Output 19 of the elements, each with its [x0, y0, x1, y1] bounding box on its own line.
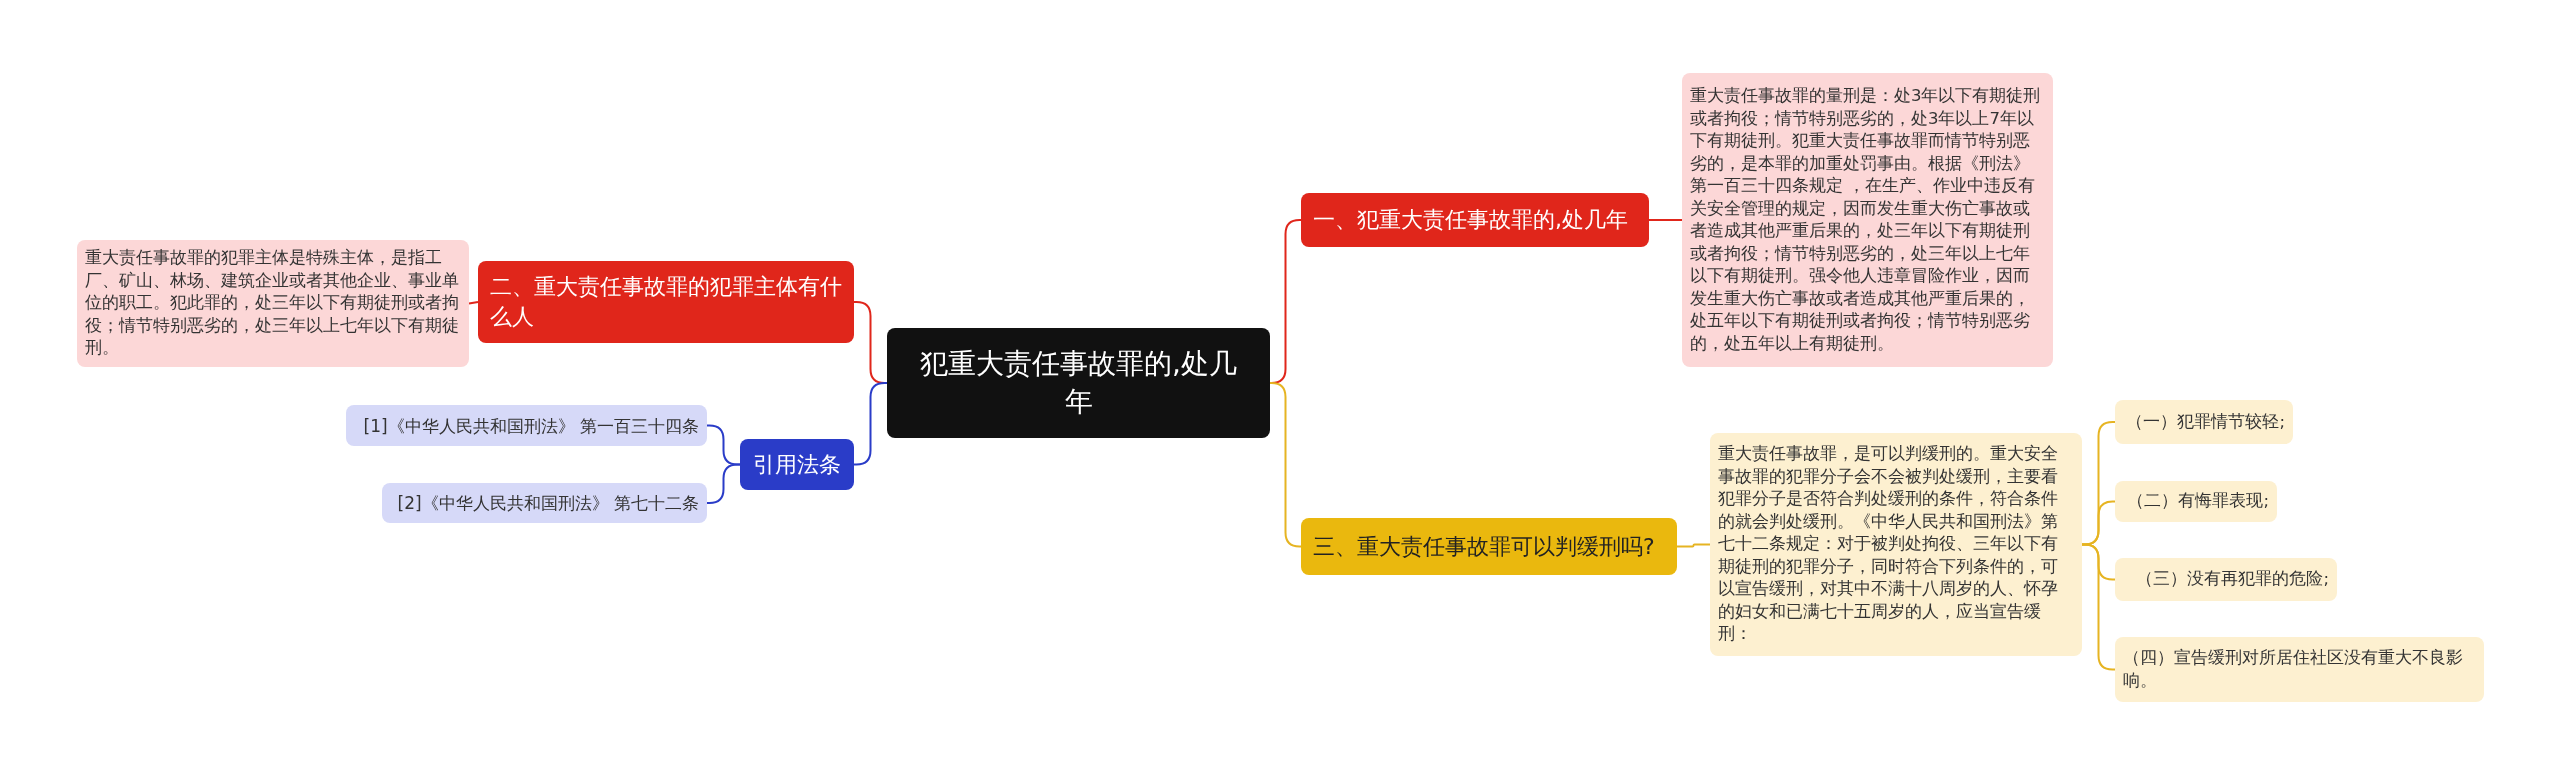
note-box: （二）有悔罪表现; — [2115, 481, 2277, 522]
note-box: 重大责任事故罪的量刑是：处3年以下有期徒刑或者拘役；情节特别恶劣的，处3年以上7年以下有期徒刑。犯重大责任事故罪而情节特别恶劣的，是本罪的加重处罚事由。根据《刑法》第一百三十四条规定 ，在生产、作业中违反有关安全管理的规定，因而发生重大伤亡事故或者造成其他严重后果的，处三年以下有期徒刑或者拘役；情节特别恶劣的，处三年以上七年以下有期徒刑。强令他人违章冒险作业，因而发生重大伤亡事故或者造成其他严重后果的，处五年以下有期徒刑或者拘役；情节特别恶劣的，处五年以上有期徒刑。 — [1682, 73, 2053, 367]
citation-box: [1]《中华人民共和国刑法》 第一百三十四条 — [346, 405, 707, 446]
note-box: 重大责任事故罪的犯罪主体是特殊主体，是指工厂、矿山、林场、建筑企业或者其他企业、事业单位的职工。犯此罪的，处三年以下有期徒刑或者拘役；情节特别恶劣的，处三年以上七年以下有期徒刑。 — [77, 240, 469, 367]
topic-box: 引用法条 — [740, 439, 854, 490]
note-box: 重大责任事故罪，是可以判缓刑的。重大安全事故罪的犯罪分子会不会被判处缓刑，主要看犯罪分子是否符合判处缓刑的条件，符合条件的就会判处缓刑。《中华人民共和国刑法》第七十二条规定：对于被判处拘役、三年以下有期徒刑的犯罪分子，同时符合下列条件的，可以宣告缓刑，对其中不满十八周岁的人、怀孕的妇女和已满七十五周岁的人，应当宣告缓刑： — [1710, 433, 2082, 656]
topic-box: 三、重大责任事故罪可以判缓刑吗? — [1301, 518, 1677, 575]
note-box: （四）宣告缓刑对所居住社区没有重大不良影响。 — [2115, 637, 2484, 702]
citation-box: [2]《中华人民共和国刑法》 第七十二条 — [382, 483, 707, 523]
note-box: （三）没有再犯罪的危险; — [2115, 558, 2337, 601]
connector-line — [1676, 543, 1711, 548]
connector-line — [706, 424, 741, 466]
connector-line — [706, 463, 741, 504]
connector-line — [1648, 219, 1683, 221]
central-topic-box: 犯重大责任事故罪的,处几年 — [887, 328, 1270, 438]
note-box: （一）犯罪情节较轻; — [2115, 400, 2293, 444]
topic-box: 一、犯重大责任事故罪的,处几年 — [1301, 193, 1649, 247]
topic-box: 二、重大责任事故罪的犯罪主体有什么人 — [478, 261, 854, 343]
connector-line — [468, 301, 479, 305]
